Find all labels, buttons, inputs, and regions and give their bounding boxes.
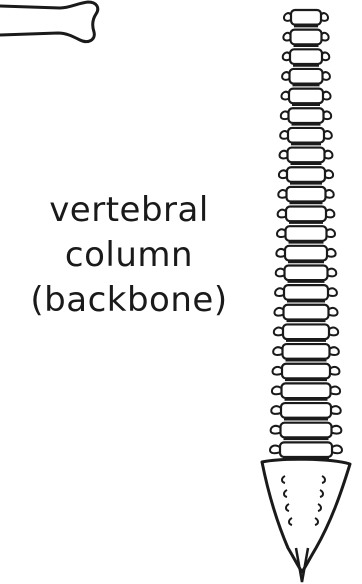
vertebra bbox=[273, 364, 340, 380]
vertebra bbox=[271, 423, 342, 439]
vertebral-body bbox=[288, 148, 325, 163]
vertebral-body bbox=[286, 207, 326, 222]
vertebral-body bbox=[289, 89, 323, 104]
label-line-1: vertebral bbox=[14, 188, 244, 233]
vertebra bbox=[281, 108, 331, 124]
vertebral-body bbox=[287, 167, 325, 182]
vertebra bbox=[278, 187, 333, 203]
vertebra bbox=[281, 89, 330, 105]
vertebra bbox=[278, 207, 335, 223]
vertebra bbox=[282, 69, 330, 85]
vertebral-body bbox=[283, 324, 329, 339]
vertebral-body bbox=[284, 285, 328, 300]
vertebral-body bbox=[290, 49, 322, 64]
vertebra bbox=[277, 226, 335, 242]
vertebra bbox=[274, 305, 337, 321]
vertebral-body bbox=[281, 403, 331, 418]
coccyx bbox=[296, 548, 308, 582]
vertebral-body bbox=[287, 187, 326, 202]
vertebral-body bbox=[282, 364, 330, 379]
label-line-2: column bbox=[14, 233, 244, 278]
vertebral-body bbox=[290, 69, 323, 84]
vertebra bbox=[276, 265, 337, 281]
vertebral-body bbox=[291, 10, 321, 25]
bone-fragment bbox=[0, 2, 98, 42]
vertebra bbox=[279, 167, 333, 183]
vertebra bbox=[280, 148, 333, 164]
vertebral-body bbox=[285, 246, 327, 261]
sacral-foramina bbox=[282, 476, 325, 525]
vertebra bbox=[275, 285, 337, 301]
vertebra bbox=[270, 442, 342, 458]
label-line-3: (backbone) bbox=[14, 278, 244, 323]
vertebra bbox=[273, 344, 339, 360]
vertebra bbox=[284, 10, 328, 26]
vertebra bbox=[283, 30, 328, 46]
vertebra bbox=[280, 128, 332, 144]
vertebra bbox=[283, 49, 330, 65]
vertebral-body bbox=[283, 344, 330, 359]
vertebra bbox=[271, 403, 340, 419]
vertebrae-group bbox=[270, 10, 342, 459]
vertebral-body bbox=[284, 305, 329, 320]
spine-label: vertebral column (backbone) bbox=[14, 188, 244, 323]
vertebra bbox=[276, 246, 335, 262]
vertebral-body bbox=[285, 265, 328, 280]
vertebral-body bbox=[280, 442, 332, 457]
vertebral-body bbox=[291, 30, 322, 45]
vertebral-body bbox=[286, 226, 327, 241]
vertebral-body bbox=[281, 423, 332, 438]
vertebral-body bbox=[288, 128, 324, 143]
vertebra bbox=[272, 383, 340, 399]
vertebra bbox=[274, 324, 338, 340]
vertebral-body bbox=[282, 383, 331, 398]
vertebral-body bbox=[289, 108, 324, 123]
